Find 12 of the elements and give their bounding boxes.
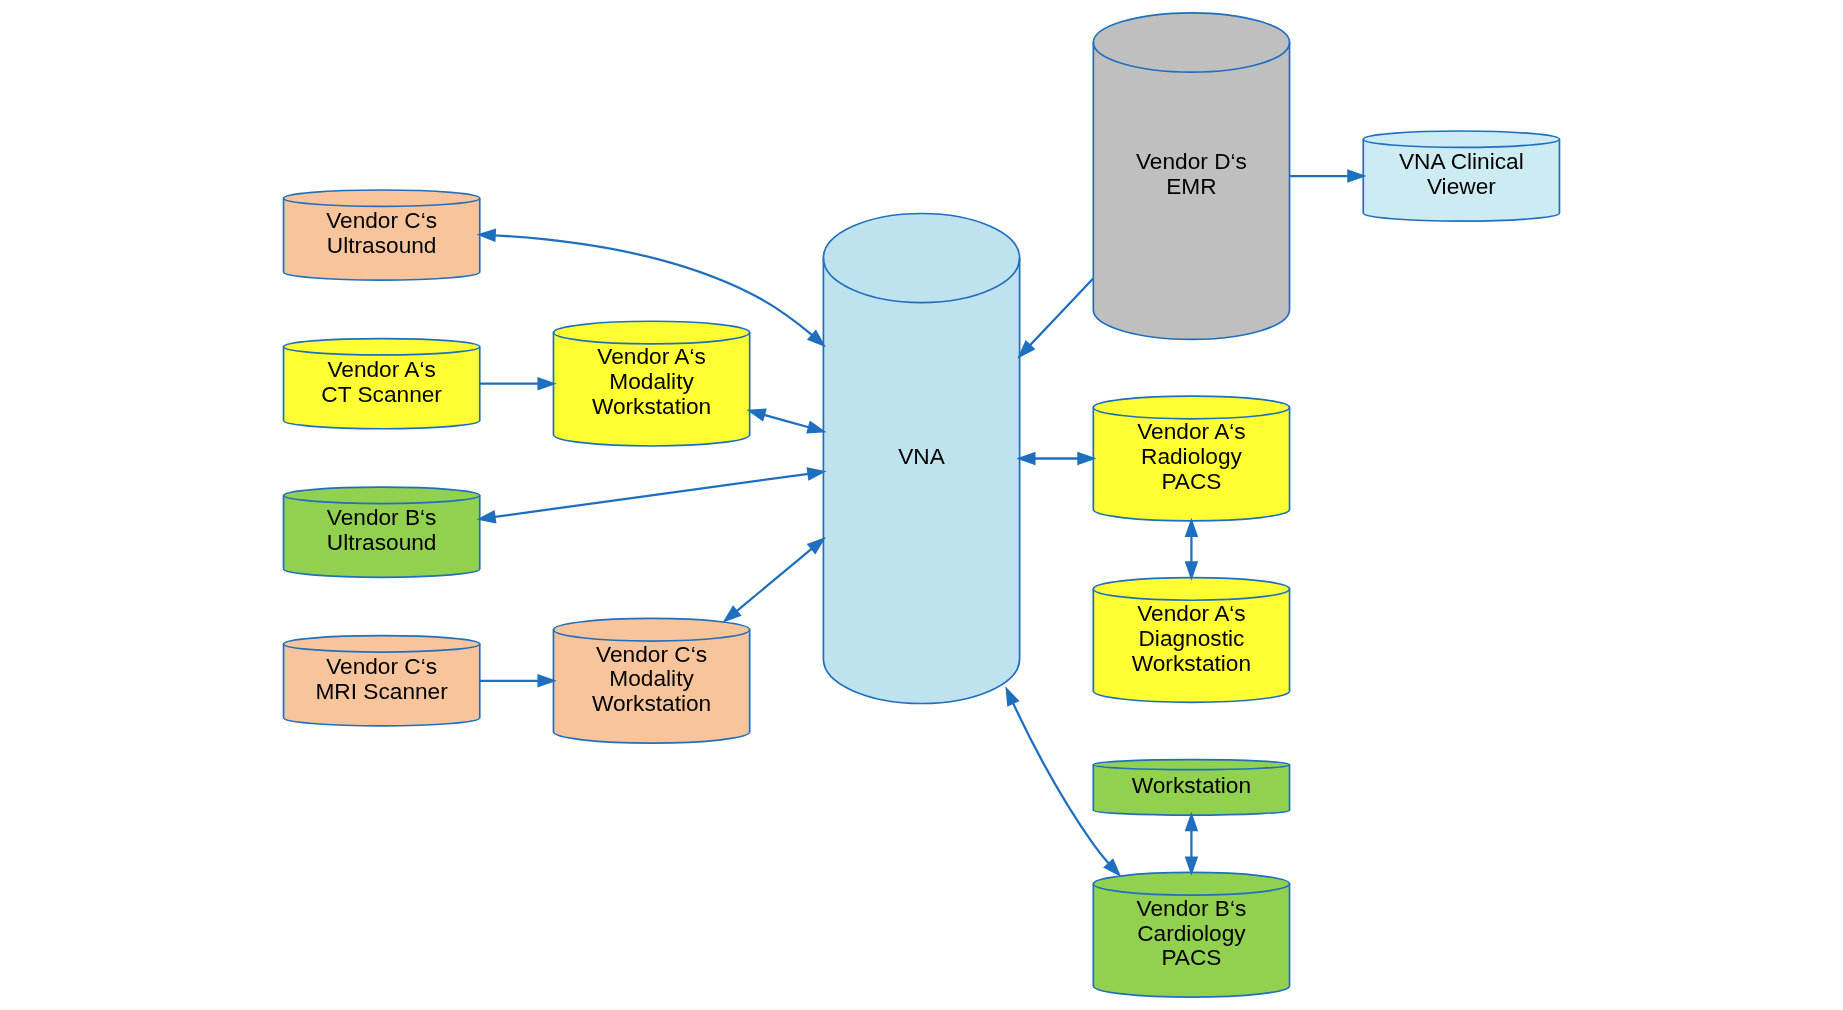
arrow xyxy=(1184,517,1199,581)
arrow xyxy=(476,228,826,348)
arrow xyxy=(1017,277,1094,359)
arrow xyxy=(479,376,557,391)
arrow xyxy=(722,536,826,623)
arrow xyxy=(1184,811,1199,876)
arrow xyxy=(479,674,557,688)
arrow xyxy=(476,467,827,524)
arrow xyxy=(1005,686,1122,878)
arrow xyxy=(1289,169,1367,183)
arrow xyxy=(746,408,827,434)
arrow xyxy=(1016,451,1097,466)
